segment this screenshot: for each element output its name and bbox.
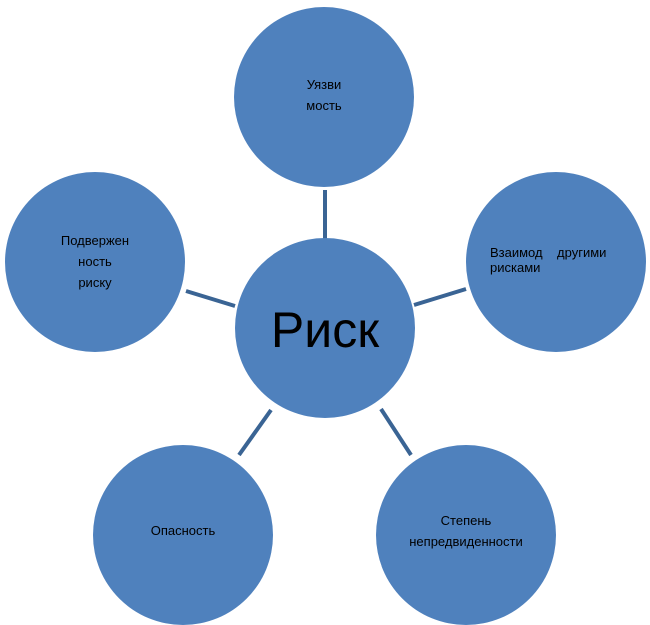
node-vulnerability [234,7,414,187]
center-risk-label: Риск [270,302,380,358]
node-label-exposure: Подвержен ность риску [60,233,130,290]
node-exposure [5,172,185,352]
node-center-risk [235,238,415,418]
node-label-uncertainty: Степень непредвиденности [409,513,523,549]
node-uncertainty [376,445,556,625]
connector-uncertainty [379,407,413,457]
node-label-danger: Опасность [150,523,216,538]
node-danger [93,445,273,625]
connector-interaction [413,287,467,307]
node-label-interaction: Взаимод другими рисками [490,245,607,275]
node-label-vulnerability: Уязви мость [306,77,342,113]
connector-exposure [185,289,236,308]
connector-danger [237,408,273,457]
node-interaction [466,172,646,352]
